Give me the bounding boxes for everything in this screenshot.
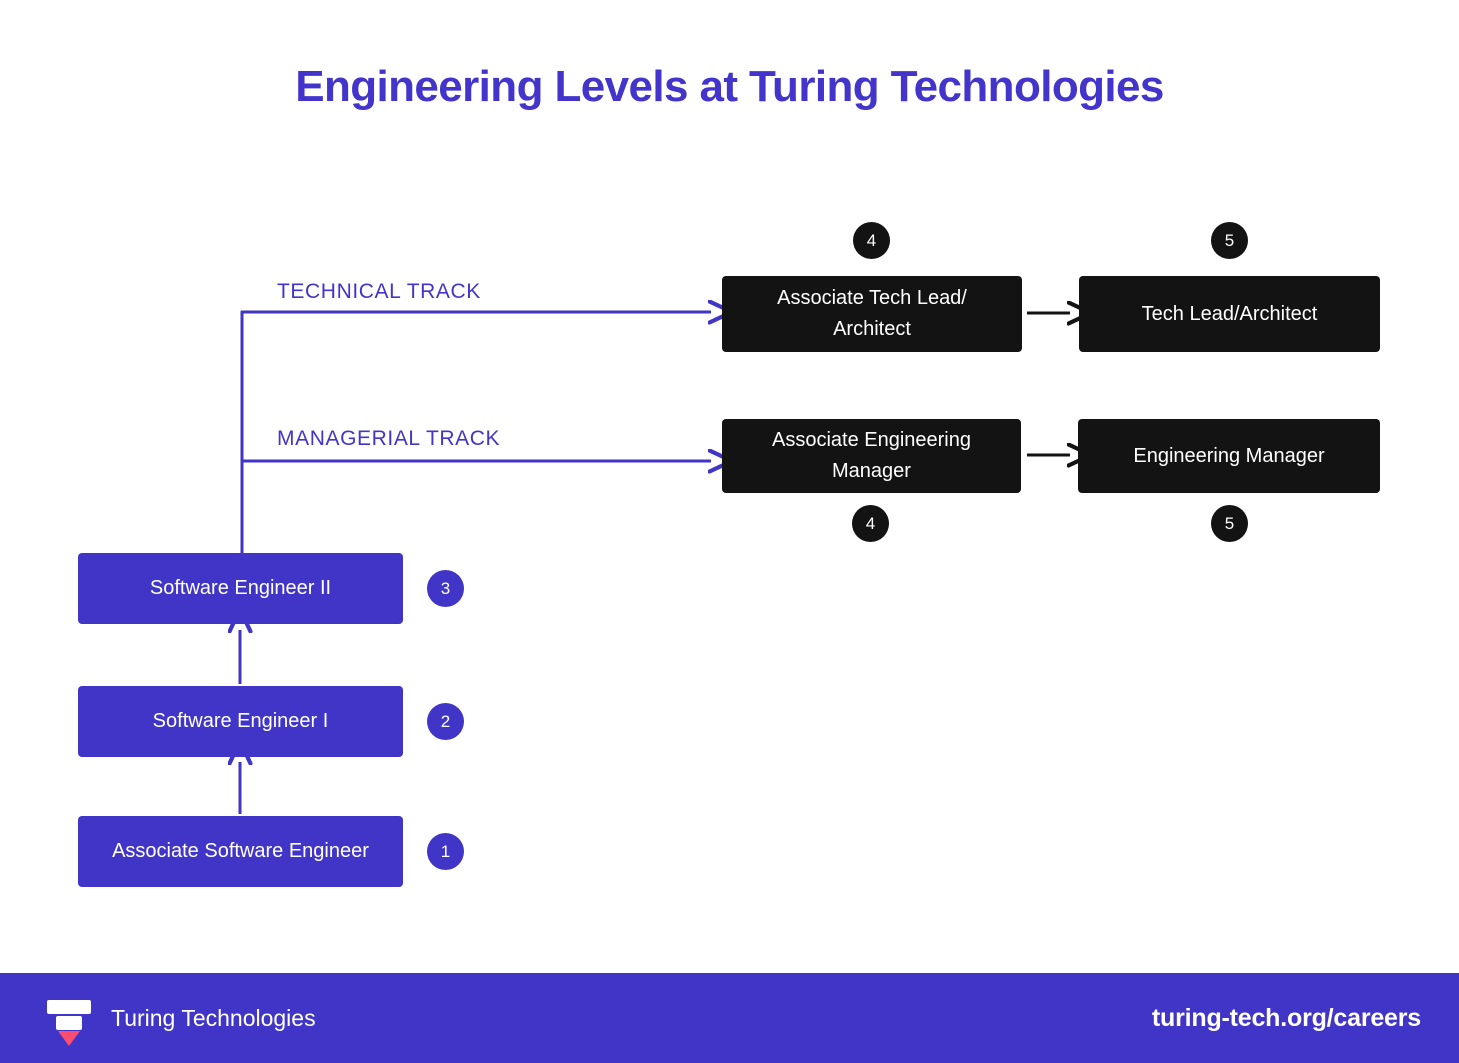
- level-box-software-engineer-i[interactable]: Software Engineer I: [78, 686, 403, 757]
- page-title: Engineering Levels at Turing Technologie…: [295, 62, 1164, 111]
- role-label-line2: Manager: [832, 460, 911, 482]
- logo-bar-mid: [56, 1016, 82, 1030]
- footer-brand: Turing Technologies: [44, 973, 316, 1063]
- footer-bar: Turing Technologies turing-tech.org/care…: [0, 973, 1459, 1063]
- role-box-engineering-manager[interactable]: Engineering Manager: [1078, 419, 1380, 493]
- role-label: Engineering Manager: [1133, 444, 1325, 467]
- role-label-line1: Associate Tech Lead/: [777, 287, 967, 309]
- role-badge-managerial-4: 4: [852, 505, 889, 542]
- role-label: Tech Lead/Architect: [1141, 302, 1318, 325]
- footer-company-name: Turing Technologies: [111, 1004, 316, 1031]
- role-label: Associate Engineering Manager: [772, 425, 971, 487]
- logo-bar-top: [47, 1000, 91, 1014]
- role-badge-managerial-5: 5: [1211, 505, 1248, 542]
- role-label-line1: Associate Engineering: [771, 429, 971, 451]
- level-label: Software Engineer II: [149, 577, 332, 599]
- role-label-line2: Architect: [833, 318, 911, 340]
- role-box-associate-tech-lead-architect[interactable]: Associate Tech Lead/ Architect: [722, 276, 1022, 352]
- role-badge-technical-4: 4: [853, 222, 890, 259]
- role-box-tech-lead-architect[interactable]: Tech Lead/Architect: [1079, 276, 1380, 352]
- level-badge-1: 1: [427, 833, 464, 870]
- track-label-technical: TECHNICAL TRACK: [277, 280, 481, 303]
- level-badge-3: 3: [427, 570, 464, 607]
- level-label: Associate Software Engineer: [112, 840, 369, 862]
- funnel-logo-icon: [44, 995, 94, 1046]
- footer-url[interactable]: turing-tech.org/careers: [1151, 1003, 1421, 1032]
- level-label: Software Engineer I: [152, 710, 329, 732]
- track-label-managerial: MANAGERIAL TRACK: [277, 427, 501, 450]
- role-badge-technical-5: 5: [1211, 222, 1248, 259]
- level-badge-2: 2: [427, 703, 464, 740]
- role-label: Associate Tech Lead/ Architect: [777, 283, 967, 345]
- logo-triangle: [58, 1031, 80, 1046]
- role-box-associate-engineering-manager[interactable]: Associate Engineering Manager: [722, 419, 1021, 493]
- level-box-software-engineer-ii[interactable]: Software Engineer II: [78, 553, 403, 624]
- level-box-associate-software-engineer[interactable]: Associate Software Engineer: [78, 816, 403, 887]
